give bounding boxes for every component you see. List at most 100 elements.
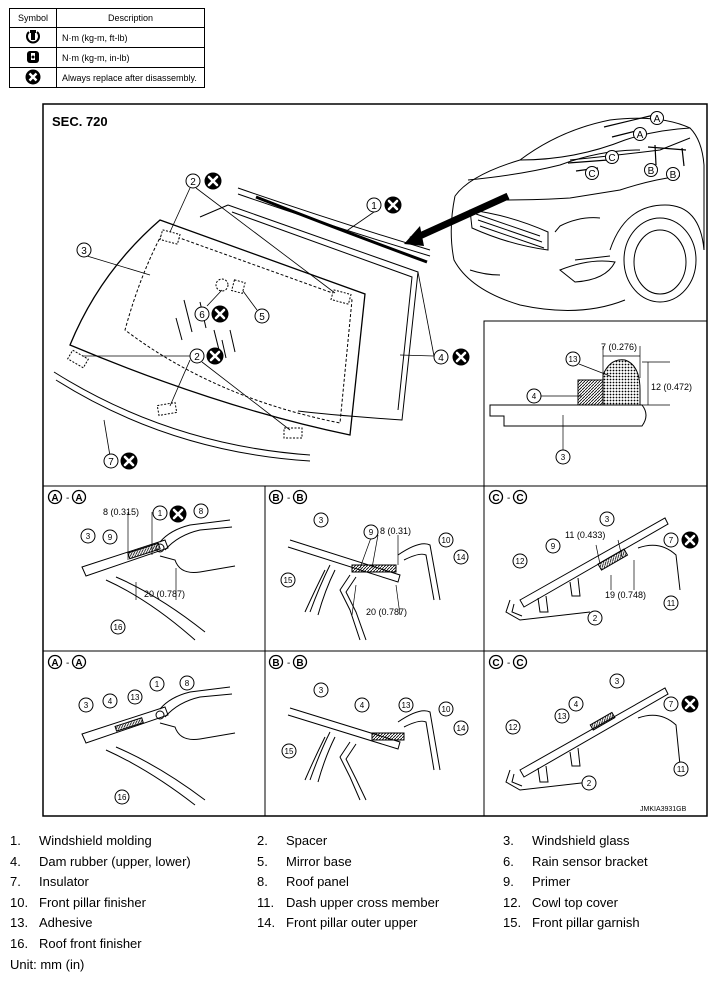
windshield-glass-outline <box>69 219 366 436</box>
dimension-aa-primer: 8 (0.315) <box>103 507 139 517</box>
replace-icon <box>210 304 230 324</box>
part-item: 1.Windshield molding <box>10 833 152 848</box>
section-cc-upper <box>505 517 681 621</box>
svg-text:3: 3 <box>84 701 89 710</box>
callout-3: 3 <box>555 449 571 465</box>
svg-text:C: C <box>492 493 499 504</box>
svg-text:16: 16 <box>114 623 123 632</box>
legend-header-row: Symbol Description <box>9 8 205 28</box>
svg-text:13: 13 <box>558 712 567 721</box>
section-aa-lower <box>81 686 236 806</box>
svg-text:14: 14 <box>457 724 466 733</box>
legend-row: Always replace after disassembly. <box>9 67 205 88</box>
callout-9: 9 <box>363 524 379 540</box>
svg-text:9: 9 <box>551 542 556 551</box>
always-replace-icon <box>9 67 57 88</box>
car-section-marker: B <box>666 167 680 181</box>
callout-14: 14 <box>453 549 469 565</box>
svg-text:2: 2 <box>190 177 196 188</box>
svg-text:A: A <box>51 493 58 504</box>
car-section-marker: A <box>650 111 664 125</box>
callout-3: 3 <box>599 511 615 527</box>
part-item: 3.Windshield glass <box>503 833 630 848</box>
callout-12: 12 <box>505 719 521 735</box>
replace-icon <box>203 171 223 191</box>
callout-4: 4 <box>433 349 449 365</box>
svg-text:B: B <box>296 493 303 504</box>
legend-row: N·m (kg-m, ft-lb) <box>9 27 205 48</box>
car-section-marker: A <box>633 127 647 141</box>
svg-text:7: 7 <box>108 457 114 468</box>
svg-text:2: 2 <box>593 614 598 623</box>
callout-1: 1 <box>149 676 165 692</box>
callout-7: 7 <box>663 696 679 712</box>
section-header-cc: C-C <box>488 489 528 505</box>
svg-text:16: 16 <box>118 793 127 802</box>
svg-text:4: 4 <box>108 697 113 706</box>
svg-text:4: 4 <box>574 700 579 709</box>
svg-text:3: 3 <box>86 532 91 541</box>
callout-2: 2 <box>185 173 201 189</box>
svg-text:15: 15 <box>285 747 294 756</box>
callout-7: 7 <box>663 532 679 548</box>
svg-text:C: C <box>588 169 595 180</box>
callout-13: 13 <box>554 708 570 724</box>
symbol-legend-table: Symbol Description N·m (kg-m, ft-lb) N·m… <box>9 8 205 88</box>
callout-15: 15 <box>280 572 296 588</box>
svg-text:C: C <box>516 658 523 669</box>
dimension-height: 12 (0.472) <box>651 382 692 392</box>
svg-text:-: - <box>66 493 69 504</box>
dimension-bb-primer: 8 (0.31) <box>380 526 411 536</box>
dimension-cc-primer: 11 (0.433) <box>565 530 605 540</box>
callout-4: 4 <box>354 697 370 713</box>
unit-note: Unit: mm (in) <box>10 957 85 972</box>
callout-3: 3 <box>78 697 94 713</box>
section-header-aa: A-A <box>47 489 87 505</box>
part-item: 2.Spacer <box>257 833 328 848</box>
svg-text:6: 6 <box>199 310 205 321</box>
callout-10: 10 <box>438 532 454 548</box>
svg-text:10: 10 <box>442 705 451 714</box>
svg-text:4: 4 <box>360 701 365 710</box>
callout-4: 4 <box>102 693 118 709</box>
callout-11: 11 <box>673 761 689 777</box>
parts-row: 16.Roof front finisher <box>10 936 710 957</box>
section-cc-lower <box>505 687 681 791</box>
parts-row: 10.Front pillar finisher 11.Dash upper c… <box>10 895 710 916</box>
car-section-marker: B <box>644 163 658 177</box>
svg-text:14: 14 <box>457 553 466 562</box>
svg-text:3: 3 <box>81 246 87 257</box>
parts-list: 1.Windshield molding 2.Spacer 3.Windshie… <box>10 833 710 956</box>
callout-4: 4 <box>526 388 542 404</box>
svg-text:9: 9 <box>369 528 374 537</box>
car-section-marker: C <box>585 166 599 180</box>
svg-text:1: 1 <box>155 680 160 689</box>
callout-15: 15 <box>281 743 297 759</box>
replace-icon <box>383 195 403 215</box>
callout-1: 1 <box>152 505 168 521</box>
section-bb-lower <box>287 707 441 801</box>
section-view-headers: A-A B-B C-C A-A B-B C-C <box>47 489 528 670</box>
svg-text:2: 2 <box>587 779 592 788</box>
image-code: JMKIA3931GB <box>640 806 687 813</box>
svg-text:12: 12 <box>516 557 525 566</box>
parts-row: 1.Windshield molding 2.Spacer 3.Windshie… <box>10 833 710 854</box>
svg-text:3: 3 <box>319 516 324 525</box>
callout-3: 3 <box>313 682 329 698</box>
adhesive-detail-box <box>483 320 708 487</box>
svg-text:12: 12 <box>509 723 518 732</box>
callout-5: 5 <box>254 308 270 324</box>
svg-text:7: 7 <box>669 536 674 545</box>
callout-6: 6 <box>194 306 210 322</box>
svg-text:8: 8 <box>199 507 204 516</box>
svg-text:3: 3 <box>561 453 566 462</box>
callout-10: 10 <box>438 701 454 717</box>
replace-icon <box>451 347 471 367</box>
svg-text:-: - <box>287 493 290 504</box>
svg-text:B: B <box>272 493 279 504</box>
svg-text:B: B <box>272 658 279 669</box>
part-item: 7.Insulator <box>10 874 89 889</box>
svg-text:A: A <box>654 114 661 125</box>
callout-8: 8 <box>179 675 195 691</box>
part-item: 16.Roof front finisher <box>10 935 142 951</box>
